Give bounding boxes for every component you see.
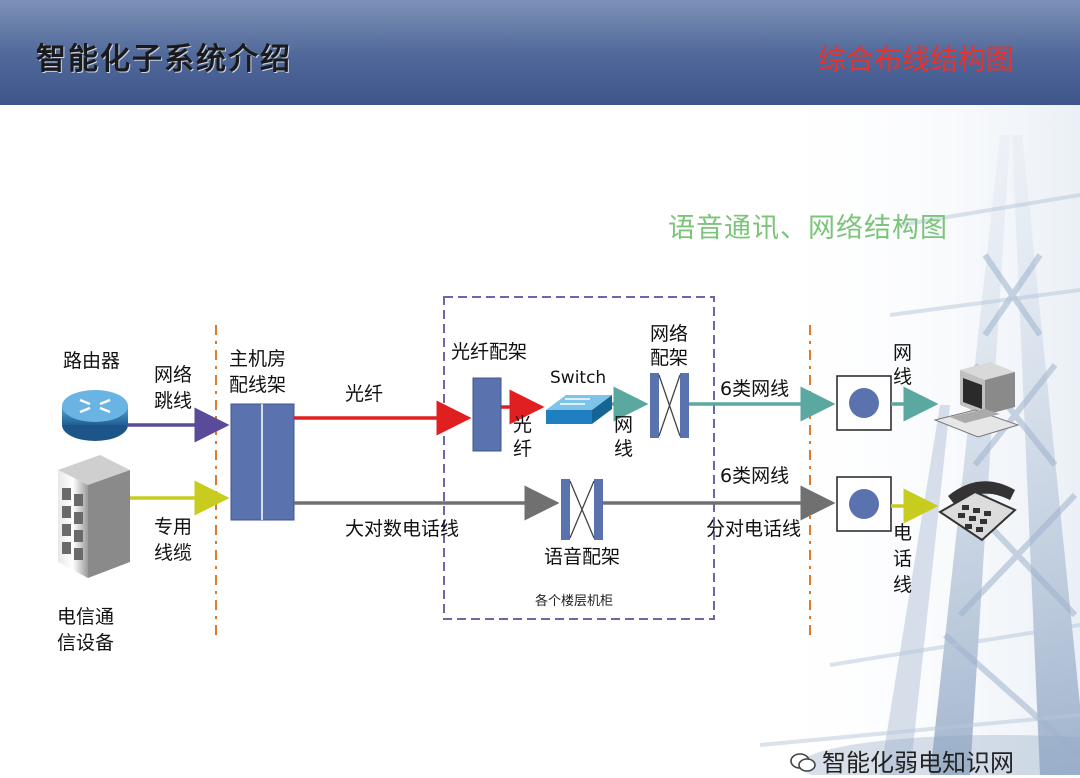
telecom-label-1: 电信通 [57,606,115,628]
computer-icon [933,362,1020,438]
fiber-label: 光纤 [345,383,384,405]
background-tower-graphic [759,105,1080,775]
telephone-icon [938,481,1017,542]
floor-cabinet-label: 各个楼层机柜 [535,594,614,609]
patch-cable-label-1: 网络 [154,364,193,386]
switch-icon [546,395,612,424]
fiber-rack [472,377,502,452]
voice-patch-rack [561,479,603,540]
network-rack-label-1: 网络 [650,323,689,345]
fiber-vertical-label-1: 光 [513,414,533,436]
network-rack-label-2: 配架 [650,347,689,369]
telecom-label-2: 信设备 [57,632,115,654]
patch-cable-label-2: 跳线 [154,390,193,412]
page-title: 智能化子系统介绍 [36,42,292,77]
fiber-vertical-label-2: 纤 [513,438,533,460]
telecom-equipment-icon [58,455,130,578]
data-outlet [836,375,892,431]
branch-phone-label: 分对电话线 [706,518,802,540]
header-bar: 智能化子系统介绍 综合布线结构图 [0,0,1080,105]
cat6-bottom-label: 6类网线 [720,465,790,487]
cat6-top-label: 6类网线 [720,378,790,400]
phone-cable-label-1: 电 [893,522,913,544]
router-label: 路由器 [63,350,121,372]
net-vertical-label-1: 网 [614,414,634,436]
dedicated-cable-label-2: 线缆 [154,542,193,564]
fiber-rack-label: 光纤配架 [451,341,528,363]
voice-outlet [836,476,892,532]
switch-label: Switch [550,368,607,388]
voice-rack-label: 语音配架 [544,546,621,568]
watermark-text: 智能化弱电知识网 [822,749,1014,777]
main-rack-label-2: 配线架 [229,374,287,396]
network-patch-rack [650,373,689,438]
watermark: 智能化弱电知识网 [790,743,1014,778]
page-subtitle: 综合布线结构图 [817,43,1014,76]
trunk-phone-label: 大对数电话线 [345,518,460,540]
router-icon [62,390,128,441]
pc-cable-label-2: 线 [893,366,913,388]
main-distribution-frame [230,403,295,521]
net-vertical-label-2: 线 [614,438,634,460]
main-rack-label-1: 主机房 [229,348,287,370]
pc-cable-label-1: 网 [893,342,913,364]
floor-cabinet-box [443,296,715,620]
wechat-icon [790,753,816,772]
diagram-title: 语音通讯、网络结构图 [668,213,948,244]
phone-cable-label-2: 话 [893,548,913,570]
phone-cable-label-3: 线 [893,574,913,596]
dedicated-cable-label-1: 专用 [154,516,193,538]
